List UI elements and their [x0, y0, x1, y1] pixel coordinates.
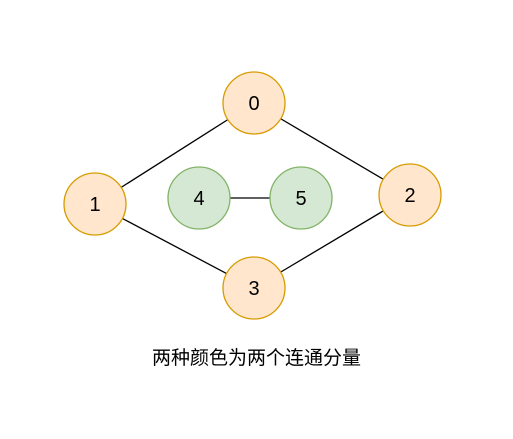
diagram-caption: 两种颜色为两个连通分量	[151, 347, 361, 369]
node-label-2: 2	[404, 185, 415, 207]
node-5: 5	[269, 166, 333, 230]
node-4: 4	[167, 166, 231, 230]
edges-layer	[120, 118, 384, 275]
node-circle-1	[63, 172, 127, 236]
node-label-0: 0	[248, 93, 259, 115]
node-circle-2	[378, 163, 442, 227]
node-circle-0	[222, 71, 286, 135]
node-circle-3	[222, 256, 286, 320]
edge-3-2	[280, 210, 384, 273]
nodes-layer: 0 1 2 3 4 5	[63, 71, 442, 320]
node-label-3: 3	[248, 278, 259, 300]
node-1: 1	[63, 172, 127, 236]
node-label-4: 4	[193, 188, 204, 210]
edge-0-2	[280, 118, 384, 180]
node-circle-4	[167, 166, 231, 230]
node-2: 2	[378, 163, 442, 227]
edge-1-0	[120, 119, 229, 188]
node-label-1: 1	[89, 194, 100, 216]
node-3: 3	[222, 256, 286, 320]
node-0: 0	[222, 71, 286, 135]
node-circle-5	[269, 166, 333, 230]
node-label-5: 5	[295, 188, 306, 210]
edge-1-3	[122, 217, 227, 275]
